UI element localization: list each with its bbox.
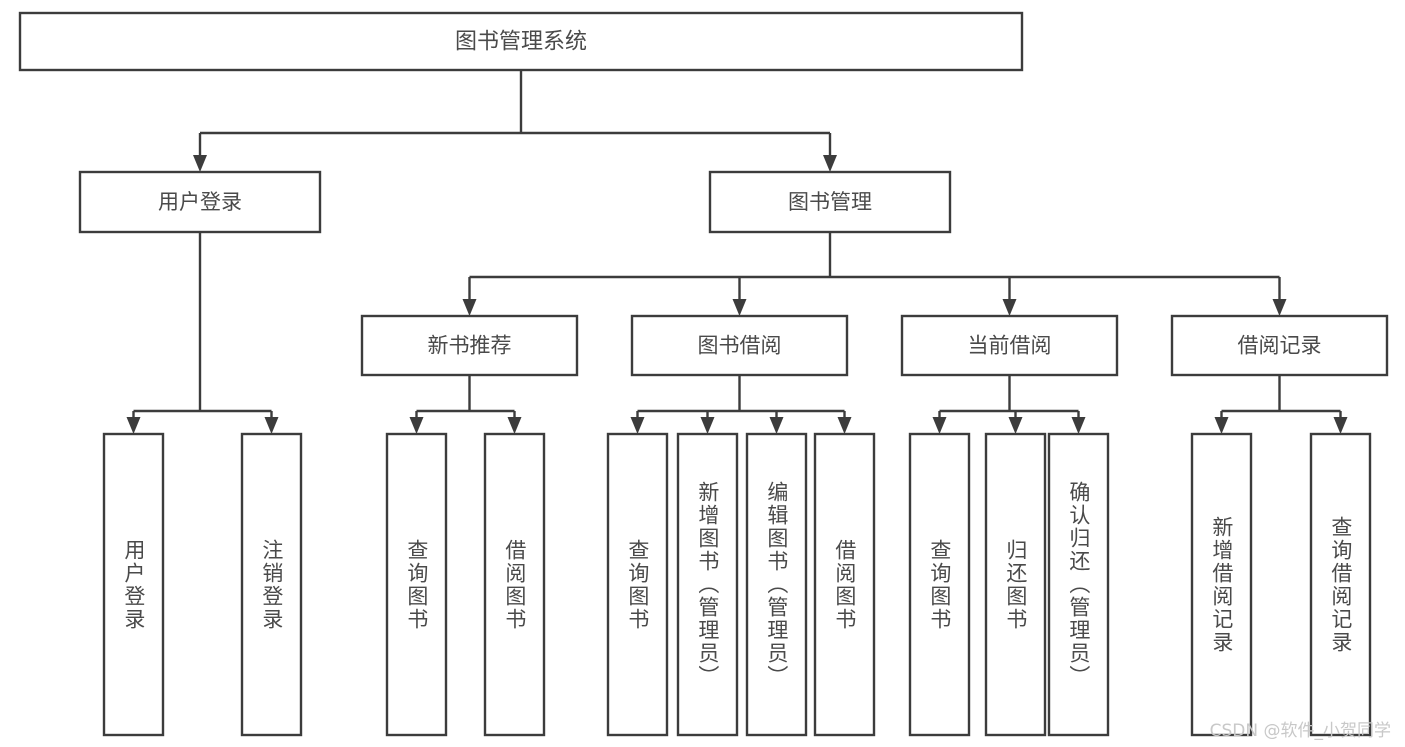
node-label-borrow-record: 借阅记录 xyxy=(1238,334,1322,358)
node-box-book-borrow[interactable] xyxy=(630,314,849,377)
node-box-leaf-rec-borrow[interactable] xyxy=(483,432,546,737)
node-box-leaf-borrow-edit[interactable] xyxy=(745,432,808,737)
edge-current-borrow-to-leaf-current-query-arrowhead xyxy=(932,417,947,434)
node-box-leaf-borrow-lend[interactable] xyxy=(813,432,876,737)
edge-borrow-record-to-leaf-record-add-arrowhead xyxy=(1214,417,1229,434)
edge-root-to-user-login-arrowhead xyxy=(193,155,207,172)
node-box-leaf-record-add[interactable] xyxy=(1190,432,1253,737)
edge-borrow-record-to-leaf-record-query-arrowhead xyxy=(1333,417,1348,434)
edge-user-login-to-leaf-user-logout-arrowhead xyxy=(264,417,279,434)
connector-layer xyxy=(126,70,1348,434)
node-box-leaf-current-return[interactable] xyxy=(984,432,1047,737)
edge-book-manage-to-new-book-rec-arrowhead xyxy=(462,299,477,316)
node-label-new-book-rec: 新书推荐 xyxy=(428,334,512,358)
node-box-borrow-record[interactable] xyxy=(1170,314,1389,377)
edge-new-book-rec-to-leaf-rec-query-arrowhead xyxy=(409,417,424,434)
edge-book-borrow-to-leaf-borrow-edit-arrowhead xyxy=(769,417,784,434)
node-label-root: 图书管理系统 xyxy=(455,30,587,55)
node-box-leaf-current-confirm[interactable] xyxy=(1047,432,1110,737)
node-box-book-manage[interactable] xyxy=(708,170,952,234)
node-box-leaf-user-logout[interactable] xyxy=(240,432,303,737)
node-box-user-login[interactable] xyxy=(78,170,322,234)
node-box-leaf-rec-query[interactable] xyxy=(385,432,448,737)
edge-root-to-book-manage-arrowhead xyxy=(823,155,837,172)
node-box-leaf-current-query[interactable] xyxy=(908,432,971,737)
edge-book-manage-to-borrow-record-arrowhead xyxy=(1272,299,1287,316)
edge-current-borrow-to-leaf-current-confirm-arrowhead xyxy=(1071,417,1086,434)
box-layer xyxy=(18,11,1389,737)
edge-current-borrow-to-leaf-current-return-arrowhead xyxy=(1008,417,1023,434)
node-label-book-borrow: 图书借阅 xyxy=(698,334,782,358)
edge-user-login-to-leaf-user-login-arrowhead xyxy=(126,417,141,434)
edge-new-book-rec-to-leaf-rec-borrow-arrowhead xyxy=(507,417,522,434)
edge-book-borrow-to-leaf-borrow-query-arrowhead xyxy=(630,417,645,434)
edge-book-manage-to-book-borrow-arrowhead xyxy=(732,299,747,316)
edge-book-borrow-to-leaf-borrow-lend-arrowhead xyxy=(837,417,852,434)
edge-book-borrow-to-leaf-borrow-add-arrowhead xyxy=(700,417,715,434)
node-box-leaf-record-query[interactable] xyxy=(1309,432,1372,737)
node-label-book-manage: 图书管理 xyxy=(788,190,872,214)
node-label-current-borrow: 当前借阅 xyxy=(968,334,1052,358)
node-box-leaf-borrow-add[interactable] xyxy=(676,432,739,737)
node-box-leaf-borrow-query[interactable] xyxy=(606,432,669,737)
watermark: CSDN @软件_小贺同学 xyxy=(1209,721,1391,741)
edge-book-manage-to-current-borrow-arrowhead xyxy=(1002,299,1017,316)
node-box-root[interactable] xyxy=(18,11,1024,72)
node-box-leaf-user-login[interactable] xyxy=(102,432,165,737)
node-label-user-login: 用户登录 xyxy=(158,190,242,214)
node-box-current-borrow[interactable] xyxy=(900,314,1119,377)
node-box-new-book-rec[interactable] xyxy=(360,314,579,377)
